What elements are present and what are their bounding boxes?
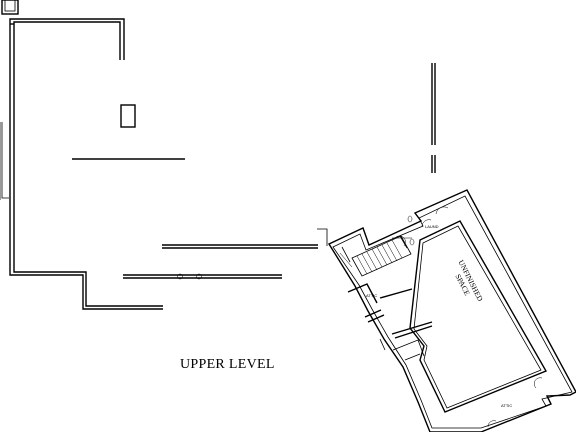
unfinished-room — [409, 220, 548, 413]
interior-line-2 — [162, 244, 318, 249]
door-swings — [394, 206, 543, 428]
interior-line-3 — [123, 273, 282, 280]
attic-label-2: ATTIC — [501, 403, 513, 408]
stair — [339, 235, 412, 277]
attic-label-1: ATTIC — [366, 293, 378, 298]
partitions — [341, 235, 433, 361]
left-exterior-wall — [9, 18, 163, 310]
level-title: UPPER LEVEL — [180, 357, 275, 372]
right-vertical-wall — [431, 63, 436, 173]
left-offset-wall — [0, 122, 9, 200]
shaft-rect — [120, 104, 136, 128]
rotated-wing-outline — [327, 189, 576, 432]
corner-tick — [317, 228, 328, 246]
laundry-label: LAUND — [425, 224, 439, 229]
corner-fragment — [1, 0, 19, 15]
